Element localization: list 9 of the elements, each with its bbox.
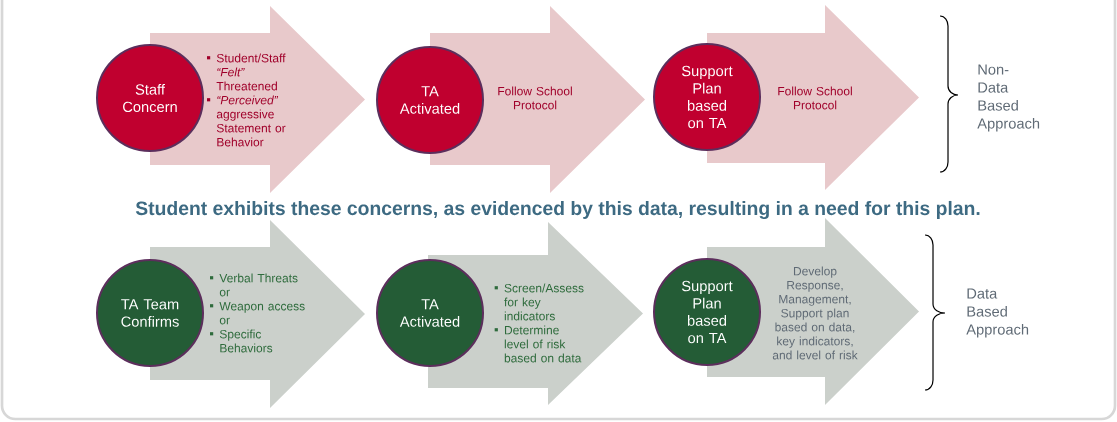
circle-node: TA Activated [376, 259, 484, 367]
circle-node: Staff Concern [96, 44, 204, 152]
side-label: Non- Data Based Approach [977, 64, 1040, 132]
side-label: Data Based Approach [966, 288, 1029, 338]
circle-node: TA Team Confirms [96, 259, 204, 367]
circle-node: TA Activated [376, 46, 484, 154]
circle-node: Support Plan based on TA [653, 43, 761, 151]
circle-node: Support Plan based on TA [653, 258, 761, 366]
sentence: Student exhibits these concerns, as evidenced by this data, resulting in a need for this plan. [135, 200, 980, 220]
